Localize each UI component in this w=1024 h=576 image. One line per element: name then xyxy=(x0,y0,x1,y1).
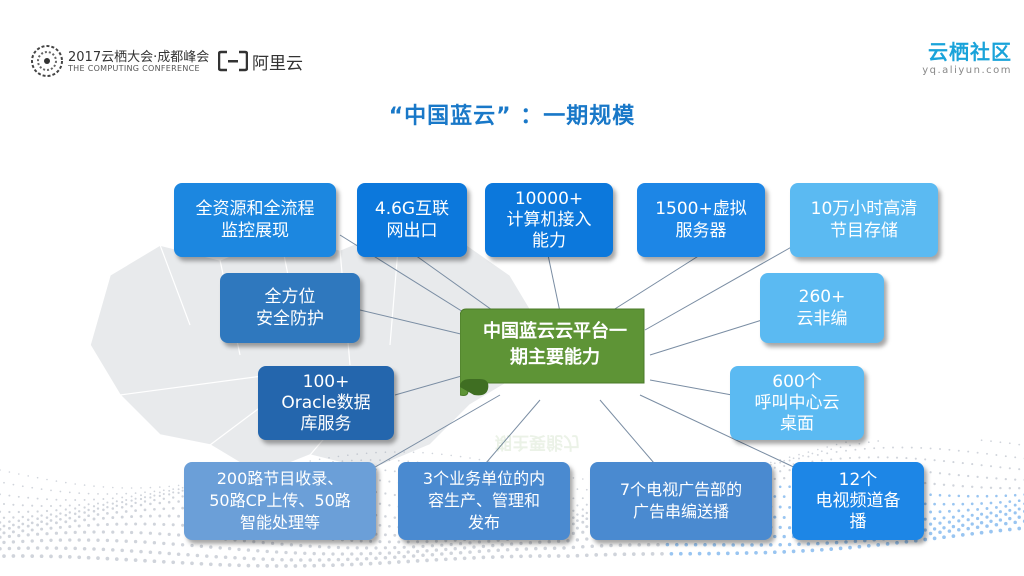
node-line: 智能处理等 xyxy=(239,513,320,532)
aliyun-logo: 阿里云 xyxy=(218,48,328,74)
node-security: 全方位安全防护 xyxy=(220,273,360,343)
node-program-ingest: 200路节目收录、 50路CP上传、50路智能处理等 xyxy=(184,462,376,540)
yunqi-community-logo: 云栖社区 yq.aliyun.com xyxy=(922,36,1012,76)
node-line: 10000+ xyxy=(514,188,584,209)
node-computer-access: 10000+计算机接入能力 xyxy=(485,183,613,257)
conference-title: 2017云栖大会·成都峰会 xyxy=(68,50,210,65)
node-internet-egress: 4.6G互联网出口 xyxy=(357,183,467,257)
node-oracle-db: 100+Oracle数据库服务 xyxy=(258,366,394,440)
china-map-background xyxy=(89,224,541,476)
node-line: 10万小时高清 xyxy=(810,199,918,219)
node-line: 能力 xyxy=(532,230,566,251)
node-line: 600个 xyxy=(772,371,822,392)
node-line: 260+ xyxy=(798,287,846,307)
node-call-center: 600个呼叫中心云桌面 xyxy=(730,366,864,440)
node-cloud-editing: 260+云非编 xyxy=(760,273,884,343)
node-line: 3个业务单位的内 xyxy=(422,469,546,488)
conference-mark-icon xyxy=(31,45,63,77)
center-node: 中国蓝云云平台一期主要能力 xyxy=(460,305,650,397)
node-line: 播 xyxy=(849,511,867,532)
node-line: 电视频道备 xyxy=(815,490,901,511)
node-line: 库服务 xyxy=(300,413,352,434)
node-line: 安全防护 xyxy=(256,309,324,329)
node-line: 节目存储 xyxy=(829,221,898,241)
node-line: 桌面 xyxy=(780,413,814,434)
node-line: 广告串编送播 xyxy=(632,502,729,521)
community-url: yq.aliyun.com xyxy=(922,65,1012,76)
node-line: 1500+虚拟 xyxy=(655,199,747,219)
node-line: 发布 xyxy=(467,513,500,532)
node-line: 100+ xyxy=(302,371,350,392)
node-line: 12个 xyxy=(838,469,878,490)
node-line: 网出口 xyxy=(386,221,438,241)
node-line: Oracle数据 xyxy=(281,392,371,413)
aliyun-logo-text: 阿里云 xyxy=(252,54,303,74)
node-line: 服务器 xyxy=(675,221,727,241)
slide-title: “中国蓝云” ：一期规模 xyxy=(388,104,636,129)
node-line: 呼叫中心云 xyxy=(754,392,840,413)
center-line-2: 期主要能力 xyxy=(510,347,600,368)
node-line: 全资源和全流程 xyxy=(195,199,315,219)
node-line: 4.6G互联 xyxy=(374,199,450,219)
node-line: 计算机接入 xyxy=(506,209,592,230)
node-channel-backup: 12个电视频道备播 xyxy=(792,462,924,540)
node-monitoring: 全资源和全流程监控展现 xyxy=(174,183,336,257)
node-line: 监控展现 xyxy=(221,221,289,241)
node-line: 容生产、管理和 xyxy=(427,491,540,510)
node-line: 7个电视广告部的 xyxy=(619,480,743,499)
node-line: 全方位 xyxy=(264,287,316,307)
aliyun-mark-icon xyxy=(218,50,248,72)
node-line: 云非编 xyxy=(796,309,848,329)
node-line: 50路CP上传、50路 xyxy=(209,491,351,510)
node-virtual-servers: 1500+虚拟服务器 xyxy=(637,183,765,257)
center-scroll-shape xyxy=(460,308,645,396)
node-ad-broadcast: 7个电视广告部的广告串编送播 xyxy=(590,462,772,540)
center-line-1: 中国蓝云云平台一 xyxy=(483,321,627,342)
node-hd-storage: 10万小时高清节目存储 xyxy=(790,183,938,257)
node-content-production: 3个业务单位的内容生产、管理和发布 xyxy=(398,462,570,540)
center-node-label: 中国蓝云云平台一期主要能力 xyxy=(460,305,650,385)
center-node-reflection: 期主要能力 xyxy=(495,432,580,452)
node-line: 200路节目收录、 xyxy=(216,469,344,488)
conference-logo: 2017云栖大会·成都峰会 THE COMPUTING CONFERENCE xyxy=(30,44,210,80)
conference-subtitle: THE COMPUTING CONFERENCE xyxy=(68,64,200,73)
community-name: 云栖社区 xyxy=(928,40,1012,64)
